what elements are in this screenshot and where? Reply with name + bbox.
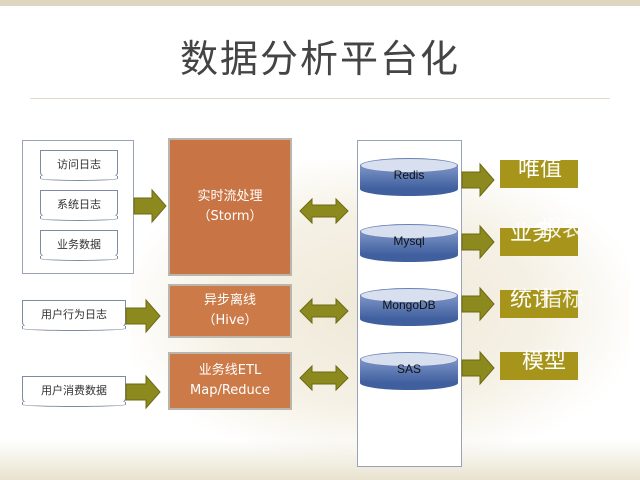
- process-sublabel: （Storm）: [197, 209, 263, 224]
- process-label: 业务线ETL: [198, 363, 262, 378]
- output-label-unique: 唯值: [518, 158, 563, 182]
- double-arrow-icon: [299, 297, 349, 325]
- output-box-unique: [500, 160, 578, 188]
- arrow-right-icon: [461, 224, 495, 260]
- top-band: [0, 0, 640, 6]
- double-arrow-icon: [299, 197, 349, 225]
- title-divider: [30, 98, 610, 99]
- arrow-right-icon: [461, 286, 495, 322]
- store-mongodb-cylinder: MongoDB: [360, 288, 458, 326]
- arrow-right-icon: [133, 188, 167, 224]
- source-doc-user-behavior-log: 用户行为日志: [22, 300, 126, 331]
- output-label-metrics: 统计: [510, 288, 555, 312]
- output-box-model: [500, 352, 578, 380]
- arrow-right-icon: [125, 298, 161, 334]
- output-label-metrics-overlap: 指标: [540, 288, 585, 312]
- source-doc-label: 用户消费数据: [41, 384, 107, 397]
- source-doc-access-log: 访问日志: [40, 150, 118, 181]
- slide-title: 数据分析平台化: [179, 37, 460, 81]
- arrow-right-icon: [125, 374, 161, 410]
- arrow-right-icon: [461, 162, 495, 198]
- store-mysql-cylinder: Mysql: [360, 224, 458, 262]
- process-etl-mapreduce: 业务线ETL Map/Reduce: [168, 352, 292, 410]
- process-label: 异步离线: [203, 293, 256, 308]
- store-label: SAS: [396, 362, 421, 376]
- process-async-hive: 异步离线 （Hive）: [168, 284, 292, 338]
- arrow-right-icon: [461, 350, 495, 386]
- output-label-model: 模型: [522, 350, 567, 374]
- background-footer: [0, 440, 640, 480]
- source-doc-label: 访问日志: [57, 158, 101, 171]
- process-realtime-storm: 实时流处理 （Storm）: [168, 138, 292, 276]
- output-box-report: [500, 228, 578, 256]
- output-box-metrics: [500, 290, 578, 318]
- store-label: Mysql: [393, 234, 425, 248]
- source-doc-system-log: 系统日志: [40, 190, 118, 221]
- store-sas-cylinder: SAS: [360, 352, 458, 390]
- source-doc-label: 用户行为日志: [41, 308, 107, 321]
- output-label-report-overlap: 报表: [540, 218, 585, 242]
- store-label: Redis: [393, 168, 425, 182]
- source-doc-label: 系统日志: [57, 198, 101, 211]
- process-sublabel: Map/Reduce: [190, 383, 270, 398]
- store-label: MongoDB: [382, 298, 436, 312]
- store-redis-cylinder: Redis: [360, 158, 458, 196]
- source-doc-business-data: 业务数据: [40, 230, 118, 261]
- source-doc-label: 业务数据: [57, 238, 101, 251]
- process-label: 实时流处理: [197, 189, 263, 204]
- process-sublabel: （Hive）: [202, 313, 258, 328]
- output-label-report: 业务: [510, 222, 555, 246]
- double-arrow-icon: [299, 364, 349, 392]
